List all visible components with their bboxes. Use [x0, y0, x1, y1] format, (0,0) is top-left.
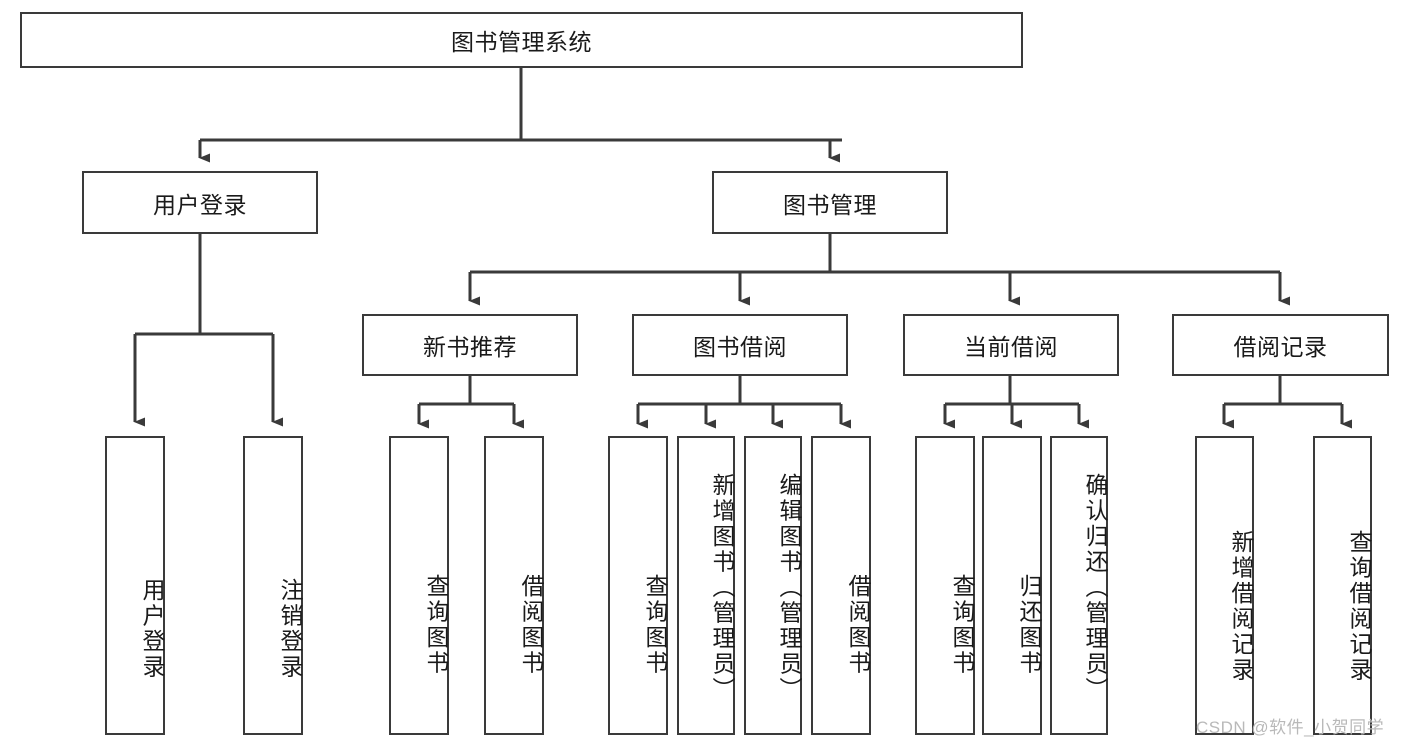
node-leaf-borrow-book-2[interactable]: 借阅图书	[811, 436, 871, 735]
node-leaf-query-record[interactable]: 查询借阅记录	[1313, 436, 1372, 735]
node-leaf-query-book-3[interactable]: 查询图书	[915, 436, 975, 735]
node-current-borrow[interactable]: 当前借阅	[903, 314, 1119, 376]
node-leaf-confirm-return[interactable]: 确认归还（管理员）	[1050, 436, 1108, 735]
node-leaf-edit-book[interactable]: 编辑图书（管理员）	[744, 436, 802, 735]
node-leaf-query-book-2[interactable]: 查询图书	[608, 436, 668, 735]
node-book-borrow[interactable]: 图书借阅	[632, 314, 848, 376]
node-leaf-query-book-1[interactable]: 查询图书	[389, 436, 449, 735]
node-leaf-add-record[interactable]: 新增借阅记录	[1195, 436, 1254, 735]
node-leaf-add-book[interactable]: 新增图书（管理员）	[677, 436, 735, 735]
node-leaf-return-book[interactable]: 归还图书	[982, 436, 1042, 735]
node-leaf-logout[interactable]: 注销登录	[243, 436, 303, 735]
node-borrow-records[interactable]: 借阅记录	[1172, 314, 1389, 376]
node-leaf-borrow-book-1[interactable]: 借阅图书	[484, 436, 544, 735]
node-book-manage[interactable]: 图书管理	[712, 171, 948, 234]
node-user-login[interactable]: 用户登录	[82, 171, 318, 234]
node-root[interactable]: 图书管理系统	[20, 12, 1023, 68]
node-leaf-user-login[interactable]: 用户登录	[105, 436, 165, 735]
node-new-book-recommend[interactable]: 新书推荐	[362, 314, 578, 376]
